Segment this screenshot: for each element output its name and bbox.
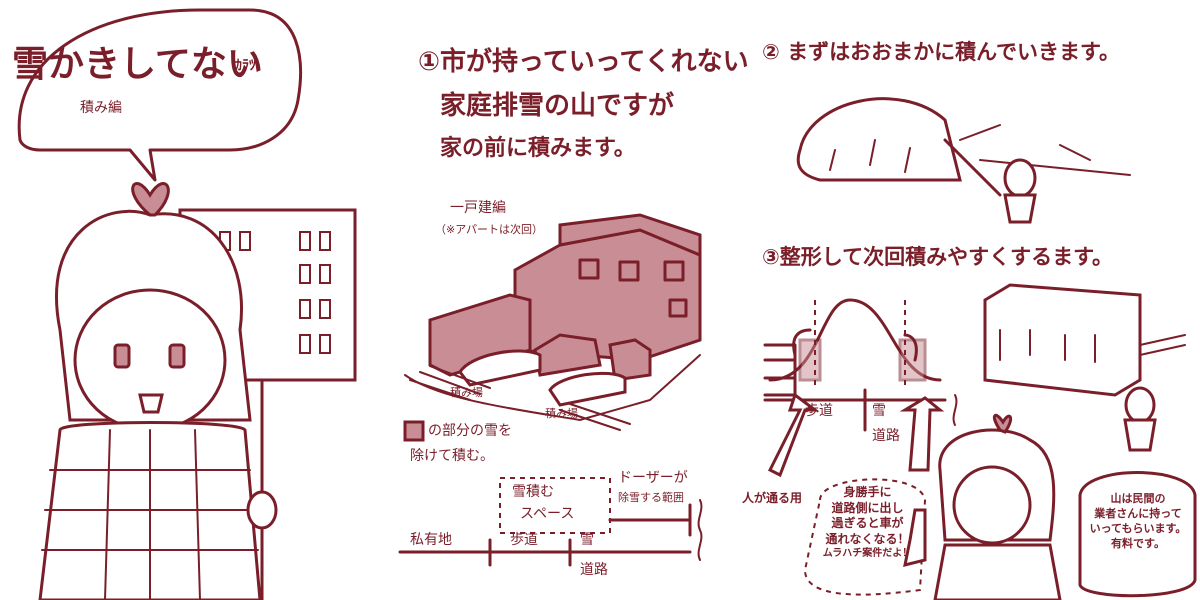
dozer-squiggle <box>697 499 703 561</box>
small-character-step3 <box>1124 386 1156 424</box>
speech-bubble-right <box>1078 471 1197 598</box>
ground-stripe <box>1139 334 1186 356</box>
warning-balloon <box>803 478 927 596</box>
warning-line3: 過ぎると車が <box>831 516 904 531</box>
step3-caption: ③整形して次回積みやすくするます。 <box>762 245 1114 269</box>
vertical-squiggle <box>952 394 958 426</box>
pile-label-b: 積み場 <box>545 407 578 420</box>
house-windows <box>578 258 688 318</box>
warning-line5: ムラハチ案件だよ！ <box>822 548 913 560</box>
character-face-right <box>952 465 1032 545</box>
dozer-range-bracket <box>608 503 692 537</box>
character-eye-left <box>113 343 131 369</box>
bubble-line1: 山は民間の <box>1110 492 1166 505</box>
arrow-up-right <box>899 396 945 472</box>
house-roof <box>558 213 702 258</box>
house-label: 一戸建編 <box>450 200 506 216</box>
diagram-private-land: 私有地 <box>410 532 452 548</box>
brick-wall <box>763 343 797 397</box>
character-body-right <box>933 543 1062 600</box>
character-eye-right <box>168 343 186 369</box>
step3-snow: 雪 <box>872 403 886 419</box>
character-hand <box>246 490 278 530</box>
mound-hatch-left <box>798 338 822 382</box>
snow-pile-b <box>548 371 627 407</box>
pile-label-a: 積み場 <box>450 386 483 399</box>
warning-line2: 道路側に出し <box>831 500 904 515</box>
comic-title: 雪かきしてない <box>12 44 263 85</box>
bubble-line3: いってもらいます。 <box>1089 521 1187 535</box>
hatched-ground <box>409 365 631 431</box>
finger-up <box>903 508 927 568</box>
speech-bubble-outline <box>17 8 302 182</box>
warning-line4: 通れなくなる！ <box>825 531 910 546</box>
diagram-snow: 雪 <box>580 532 594 548</box>
block-drips <box>999 329 1096 363</box>
snow-space-box <box>499 477 611 534</box>
house-note: （※アパートは次回） <box>435 223 543 236</box>
character-mouth <box>138 393 164 414</box>
diagram-space-line2: スペース <box>520 506 575 522</box>
road-edge-step2 <box>959 124 1131 176</box>
step1-line2: 家庭排雪の山ですが <box>440 91 675 121</box>
step3-road: 道路 <box>872 428 900 444</box>
step2-caption: ② まずはおおまかに積んでいきます。 <box>762 40 1120 64</box>
comic-title-suffix: ｶﾗﾂ <box>235 58 256 74</box>
diagram-road: 道路 <box>580 562 608 578</box>
character-ribbon-right <box>992 413 1013 434</box>
comic-subtitle: 積み編 <box>80 100 122 116</box>
snow-pile-a <box>458 349 542 387</box>
diagram-space-line1: 雪積む <box>512 484 554 500</box>
mound-hatch-right <box>898 338 927 382</box>
small-character-step2-body <box>1003 193 1037 224</box>
hatch-note-line2: 除けて積む。 <box>410 448 494 464</box>
diagram-sidewalk: 歩道 <box>510 532 538 548</box>
snow-mound-step2 <box>796 97 962 182</box>
shaped-snow-block <box>983 283 1142 397</box>
step1-line3: 家の前に積みます。 <box>440 136 636 161</box>
hatch-legend-swatch <box>403 420 425 442</box>
arrow-curl-right <box>903 333 918 362</box>
small-character-step2 <box>1003 158 1037 198</box>
character-ribbon <box>131 182 170 217</box>
bubble-line2: 業者さんに持って <box>1094 506 1182 520</box>
bubble-text: 山は民間の 業者さんに持って いってもらいます。 有料です。 <box>1082 492 1194 551</box>
hatch-note-line1: の部分の雪を <box>428 423 512 439</box>
jacket-quilting <box>41 429 259 600</box>
snow-mound-step2-texture <box>829 139 911 173</box>
diagram-dozer-line2: 除雪する範囲 <box>618 491 684 504</box>
arrow-up-left <box>767 392 820 478</box>
small-character-step3-body <box>1123 418 1157 452</box>
shovel-step2 <box>943 138 1002 197</box>
bubble-line4: 有料です。 <box>1111 536 1165 550</box>
people-path-label: 人が通る用 <box>742 491 803 505</box>
warning-line1: 身勝手に <box>843 485 892 499</box>
diagram-dozer-line1: ドーザーが <box>618 470 688 486</box>
house-body <box>513 228 702 362</box>
step1-line1: ①市が持っていってくれない <box>418 47 749 77</box>
step3-sidewalk: 歩道 <box>805 403 833 419</box>
warning-text: 身勝手に 道路側に出し 過ぎると車が 通れなくなる！ ムラハチ案件だよ！ <box>815 485 920 560</box>
ground-outline <box>404 354 701 422</box>
